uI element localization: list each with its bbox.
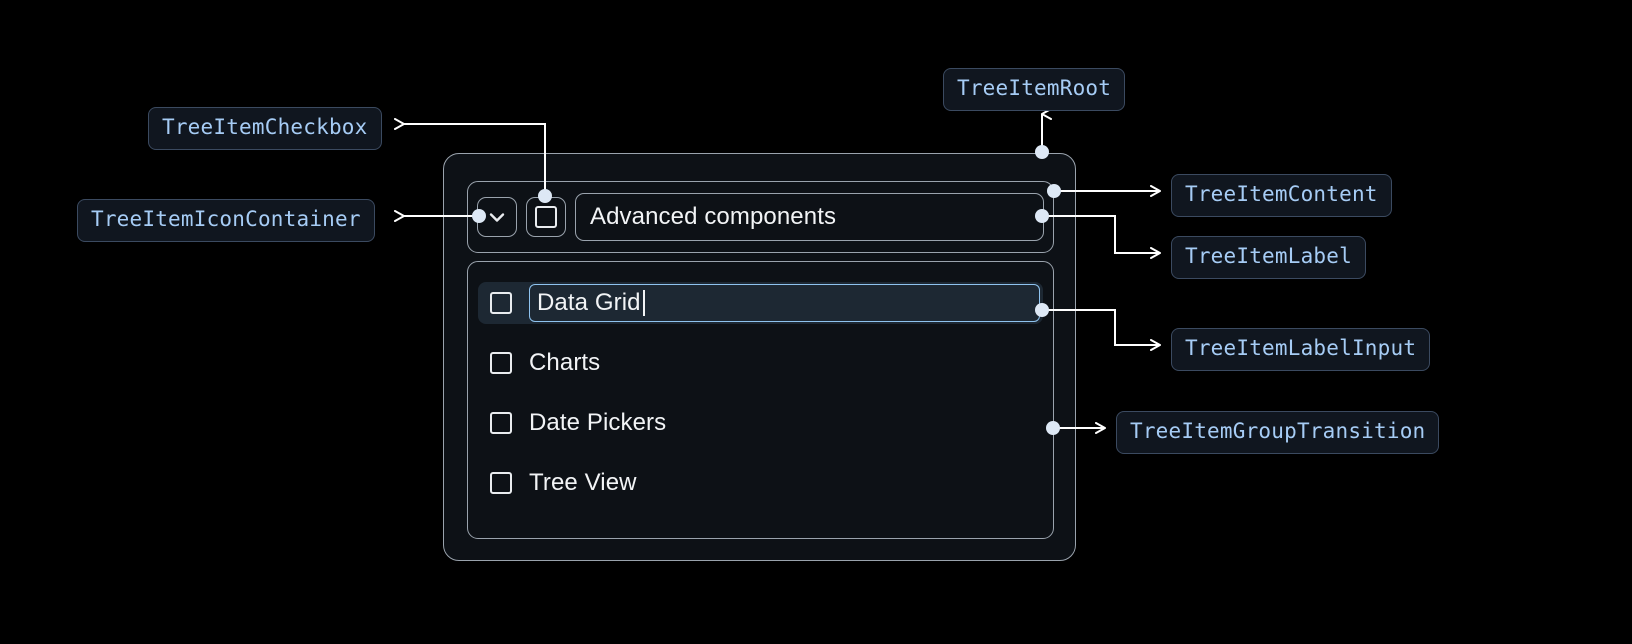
annotation-pill-treeitemgrouptransition: TreeItemGroupTransition (1116, 411, 1440, 454)
tree-item-icon-container[interactable] (477, 197, 517, 237)
tree-item-label-input[interactable]: Data Grid (529, 284, 1040, 322)
checkbox-square-icon[interactable] (490, 412, 512, 434)
tree-item-checkbox[interactable] (526, 197, 566, 237)
checkbox-square-icon[interactable] (490, 352, 512, 374)
tree-item-label-input-value: Data Grid (537, 289, 641, 316)
chevron-down-icon (485, 205, 509, 229)
checkbox-square-icon[interactable] (490, 292, 512, 314)
tree-item-root[interactable]: Advanced components Data Grid Charts Dat… (443, 153, 1076, 561)
tree-item-label-text: Advanced components (590, 203, 837, 230)
annotation-pill-treeitemcontent: TreeItemContent (1171, 174, 1392, 217)
text-caret (642, 290, 645, 316)
tree-item-content[interactable]: Advanced components (467, 181, 1054, 253)
annotation-pill-treeitemiconcontainer: TreeItemIconContainer (77, 199, 375, 242)
annotation-pill-treeitemcheckbox: TreeItemCheckbox (148, 107, 382, 150)
tree-item-charts[interactable]: Charts (478, 342, 1043, 384)
annotation-pill-treeitemlabelinput: TreeItemLabelInput (1171, 328, 1431, 371)
tree-item-label-text: Date Pickers (529, 409, 667, 436)
checkbox-square-icon[interactable] (490, 472, 512, 494)
annotation-pill-treeitemroot: TreeItemRoot (943, 68, 1126, 111)
tree-item-date-pickers[interactable]: Date Pickers (478, 402, 1043, 444)
tree-item-label-text: Charts (529, 349, 601, 376)
tree-item-group-transition: Data Grid Charts Date Pickers Tree View (467, 261, 1054, 539)
checkbox-square-icon (535, 206, 557, 228)
annotation-pill-treeitemlabel: TreeItemLabel (1171, 236, 1366, 279)
tree-item-data-grid[interactable]: Data Grid (478, 282, 1043, 324)
tree-item-tree-view[interactable]: Tree View (478, 462, 1043, 504)
tree-item-label-text: Tree View (529, 469, 637, 496)
tree-item-label[interactable]: Advanced components (575, 193, 1044, 241)
